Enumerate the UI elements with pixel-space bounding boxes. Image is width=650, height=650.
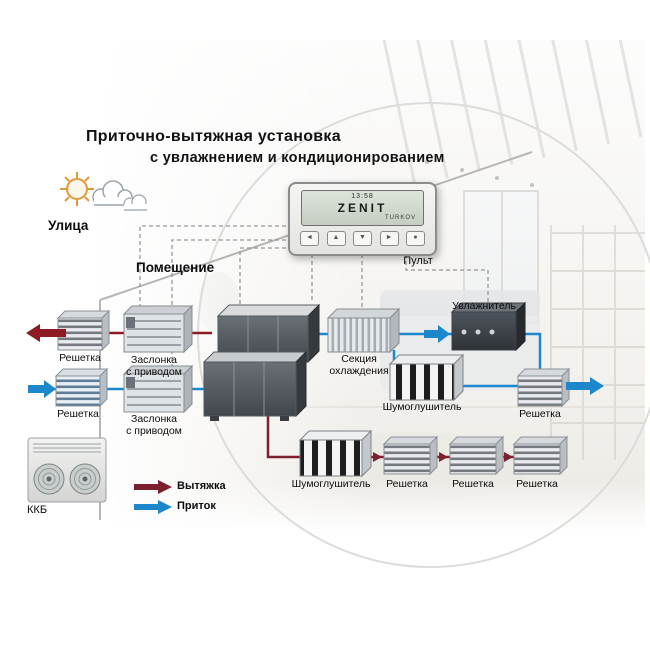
remote-label: Пульт xyxy=(403,255,433,267)
panel-brand: ZENIT xyxy=(337,201,388,215)
damper-exhaust-label: Заслонка с приводом xyxy=(118,354,190,378)
grille-exhaust-room-1-label: Решетка xyxy=(386,478,428,490)
panel-button-left: ◄ xyxy=(300,231,319,246)
damper-supply-label: Заслонка с приводом xyxy=(118,413,190,437)
legend-supply-label: Приток xyxy=(177,500,216,512)
condenser-unit xyxy=(27,437,107,503)
grille-exhaust-room-2-label: Решетка xyxy=(452,478,494,490)
grille-exhaust-room-2 xyxy=(448,435,505,476)
ahu-unit xyxy=(202,303,321,421)
grille-exhaust-room-1 xyxy=(382,435,439,476)
damper-supply-label-1: Заслонка xyxy=(131,413,177,425)
silencer-exhaust xyxy=(298,429,373,478)
grille-exhaust-room-3-label: Решетка xyxy=(516,478,558,490)
damper-supply-label-2: с приводом xyxy=(126,424,182,437)
grille-exhaust-room-3 xyxy=(512,435,569,476)
panel-button-up: ▲ xyxy=(326,231,346,246)
damper-actuator-icon xyxy=(126,317,135,328)
exhaust-arrow-street xyxy=(26,324,66,342)
damper-exhaust xyxy=(122,304,194,354)
page-subtitle: с увлажнением и кондиционированием xyxy=(150,150,445,166)
silencer-exhaust-label: Шумоглушитель xyxy=(291,478,371,490)
cloud-icon xyxy=(92,180,147,211)
control-panel: 13:58 ZENIT TURKOV ◄ ▲ ▼ ► ● xyxy=(288,182,437,256)
panel-brand-sub: TURKOV xyxy=(384,215,416,221)
page-title: Приточно-вытяжная установка xyxy=(86,128,341,145)
panel-button-down: ▼ xyxy=(353,231,372,246)
grille-supply-room-label: Решетка xyxy=(519,408,561,420)
control-wire-ahu-left xyxy=(239,247,286,304)
street-label: Улица xyxy=(48,218,89,233)
room-label: Помещение xyxy=(136,260,215,275)
damper-exhaust-label-2: с приводом xyxy=(126,365,182,378)
grille-supply-street-label: Решетка xyxy=(57,408,99,420)
damper-supply xyxy=(122,364,194,414)
cooling-section-label: Секция охлаждения xyxy=(322,353,396,377)
panel-buttons: ◄ ▲ ▼ ► ● xyxy=(300,231,425,246)
legend-exhaust-label: Вытяжка xyxy=(177,480,226,492)
fan-icon xyxy=(69,463,101,495)
damper-actuator-icon xyxy=(126,377,135,388)
exhaust-flow-arrow-1 xyxy=(373,452,382,462)
supply-arrow-room xyxy=(566,377,604,395)
cooling-section-label-1: Секция xyxy=(341,353,377,365)
grille-supply-street xyxy=(54,367,109,408)
humidifier-label: Увлажнитель xyxy=(452,300,516,312)
watermark-circle xyxy=(197,102,650,568)
legend-supply-arrow xyxy=(134,500,172,514)
panel-screen: 13:58 ZENIT TURKOV xyxy=(301,190,424,226)
exhaust-flow-arrow-3 xyxy=(504,452,513,462)
exhaust-flow-arrow-2 xyxy=(439,452,448,462)
silencer-supply-label: Шумоглушитель xyxy=(382,401,462,413)
supply-arrow-street xyxy=(28,380,56,398)
panel-button-ok: ● xyxy=(406,231,425,246)
humidifier-unit xyxy=(450,301,527,352)
panel-button-right: ► xyxy=(379,231,399,246)
sun-icon xyxy=(60,172,94,206)
grille-exhaust-street-label: Решетка xyxy=(59,352,101,364)
supply-arrow-humidifier xyxy=(424,325,450,343)
cooling-section-label-2: охлаждения xyxy=(329,364,389,377)
fan-icon xyxy=(33,463,65,495)
cooling-section xyxy=(326,307,401,354)
silencer-supply xyxy=(388,353,465,402)
damper-exhaust-label-1: Заслонка xyxy=(131,354,177,366)
control-wire-humidifier xyxy=(405,254,489,302)
condenser-unit-label: ККБ xyxy=(27,504,48,516)
panel-time: 13:58 xyxy=(351,193,374,200)
legend-exhaust-arrow xyxy=(134,480,172,494)
grille-supply-room xyxy=(516,367,571,408)
